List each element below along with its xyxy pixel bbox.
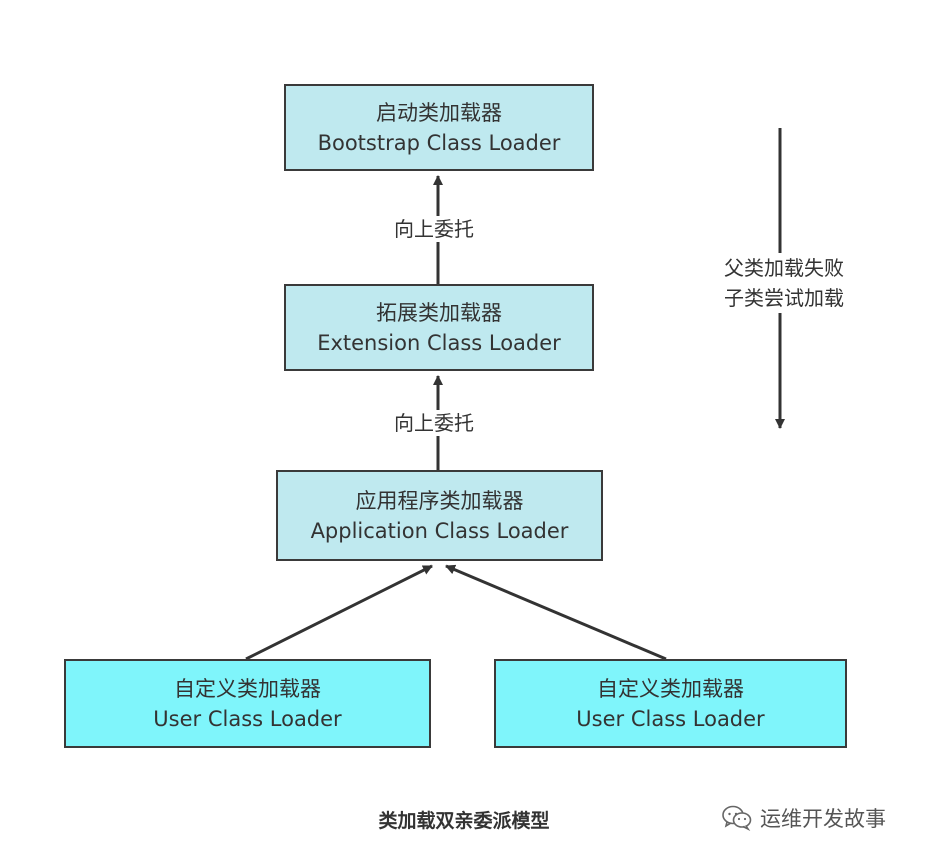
node-title-zh: 拓展类加载器 [376, 300, 502, 325]
node-title-en: Application Class Loader [310, 518, 569, 543]
edge-label-delegate-up-2: 向上委托 [392, 410, 476, 436]
node-title-zh: 自定义类加载器 [597, 676, 744, 701]
node-title-en: Bootstrap Class Loader [317, 130, 561, 155]
watermark-text: 运维开发故事 [760, 807, 886, 831]
node-title-en: User Class Loader [576, 706, 765, 731]
fallback-note: 父类加载失败 子类尝试加载 [706, 253, 862, 313]
node-title-en: Extension Class Loader [317, 330, 561, 355]
node-title-zh: 应用程序类加载器 [355, 488, 524, 513]
wechat-icon [722, 805, 752, 831]
fallback-note-line-2: 子类尝试加载 [724, 286, 844, 310]
node-title-zh: 启动类加载器 [376, 100, 502, 125]
edge-label-delegate-up-1: 向上委托 [392, 216, 476, 242]
user-class-loader-node-left: 自定义类加载器 User Class Loader [64, 659, 431, 748]
node-title-zh: 自定义类加载器 [174, 676, 321, 701]
watermark: 运维开发故事 [722, 803, 886, 833]
fallback-note-line-1: 父类加载失败 [724, 256, 844, 280]
extension-class-loader-node: 拓展类加载器 Extension Class Loader [284, 284, 594, 371]
arrow-user-right-to-application [445, 564, 667, 661]
diagram-caption: 类加载双亲委派模型 [378, 810, 550, 832]
application-class-loader-node: 应用程序类加载器 Application Class Loader [276, 470, 603, 561]
node-title-en: User Class Loader [153, 706, 342, 731]
arrow-user-left-to-application [245, 564, 433, 661]
user-class-loader-node-right: 自定义类加载器 User Class Loader [494, 659, 847, 748]
bootstrap-class-loader-node: 启动类加载器 Bootstrap Class Loader [284, 84, 594, 171]
